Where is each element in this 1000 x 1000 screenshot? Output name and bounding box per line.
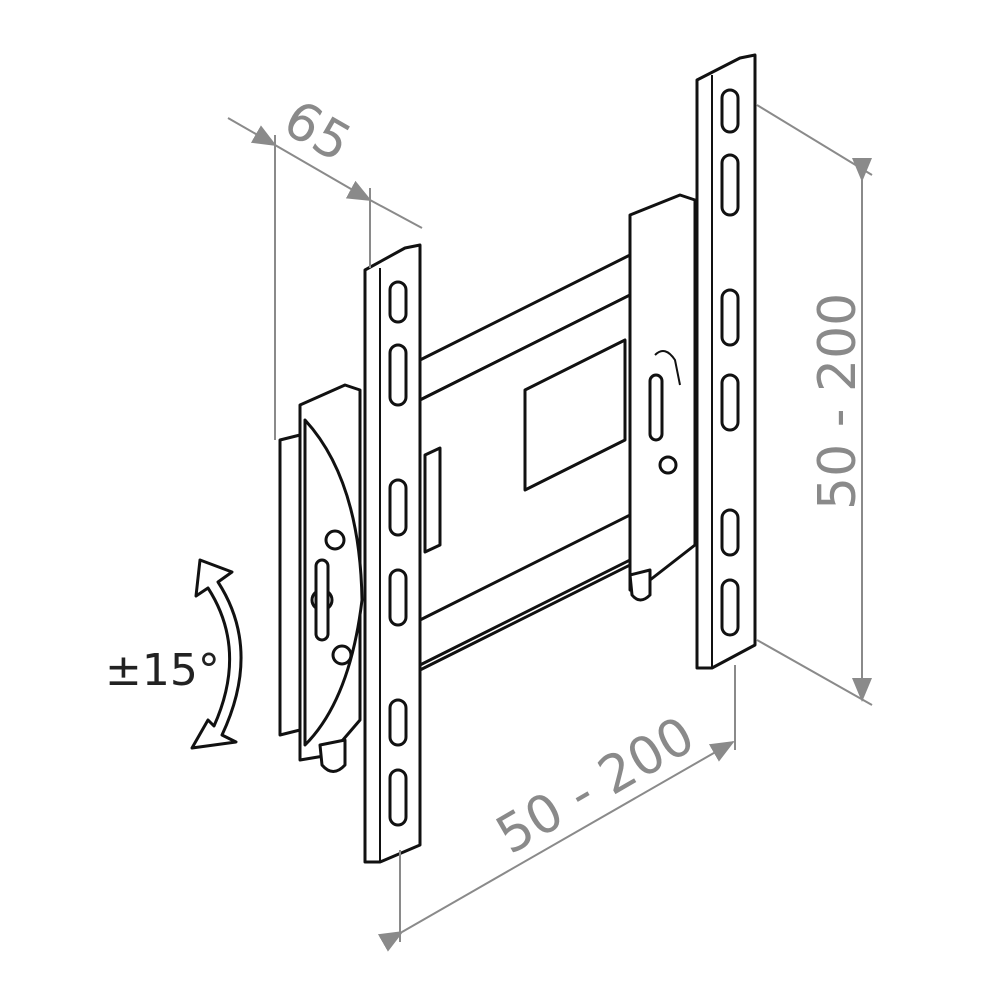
right-vertical-rail (695, 53, 757, 670)
horizontal-dimension (377, 665, 736, 952)
left-vertical-rail (363, 243, 422, 864)
crossbar (418, 248, 642, 672)
depth-label: 65 (274, 89, 361, 174)
right-tilt-bracket (628, 193, 697, 602)
horizontal-range-label: 50 - 200 (487, 706, 705, 867)
depth-dimension (227, 117, 423, 440)
vertical-range-label: 50 - 200 (808, 293, 868, 510)
tilt-label: ±15° (105, 645, 220, 696)
left-tilt-bracket (278, 383, 364, 773)
vertical-dimension (756, 104, 873, 706)
tilt-arrow-icon (190, 558, 243, 750)
